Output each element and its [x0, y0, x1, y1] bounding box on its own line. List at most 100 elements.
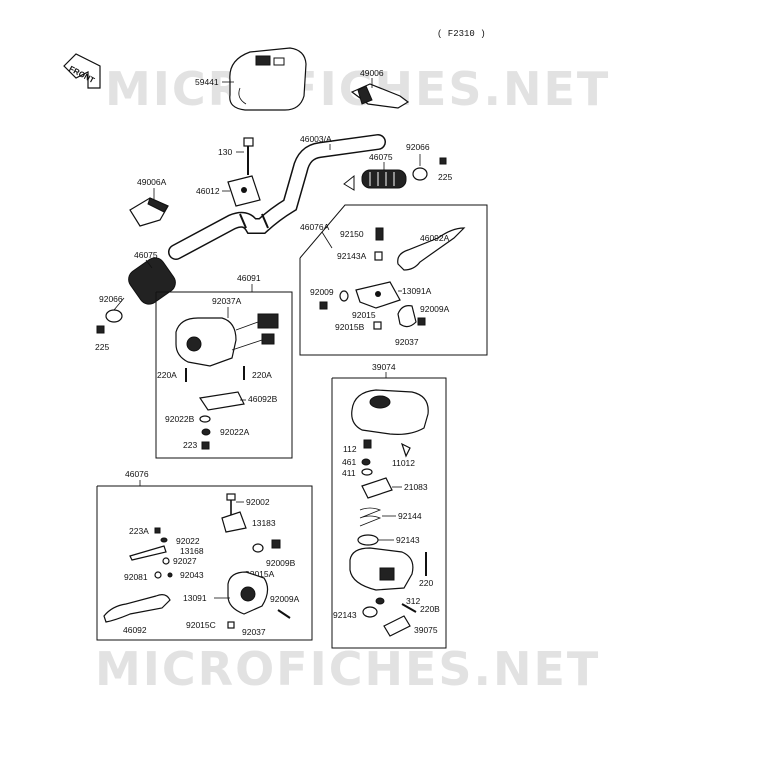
label-46092b: 46092B [248, 394, 278, 404]
label-92022b: 92022B [165, 414, 195, 424]
label-92143a: 92143A [337, 251, 367, 261]
lever-holder-46092b-part [198, 391, 245, 411]
screw-223-part [201, 441, 210, 450]
label-92022a: 92022A [220, 427, 250, 437]
watermark-bottom: MICROFICHES.NET [95, 642, 600, 696]
label-21083: 21083 [404, 482, 428, 492]
grip-boot-part [350, 83, 410, 109]
grip-left-part [128, 257, 176, 305]
washer-92022b-part [199, 415, 211, 423]
lever-39075-part [383, 615, 411, 637]
bracket-13183-part [221, 511, 247, 533]
label-92015a-2: 92015A [245, 569, 275, 579]
label-92144: 92144 [398, 511, 422, 521]
grip-right-part [343, 169, 407, 191]
lever-21083-part [361, 477, 393, 499]
handlebar-clamp-part [227, 175, 261, 207]
label-312: 312 [406, 596, 420, 606]
diagram-code: ( F2310 ) [437, 29, 486, 39]
pin-92027-part [162, 557, 170, 565]
label-461: 461 [342, 457, 356, 467]
label-59441: 59441 [195, 77, 219, 87]
pin-92043-part [167, 572, 173, 578]
brake-lever-46092-part [103, 594, 171, 623]
label-46076a: 46076A [300, 222, 330, 232]
label-13168: 13168 [180, 546, 204, 556]
label-92143b: 92143 [333, 610, 357, 620]
throttle-housing-part [349, 547, 414, 591]
label-39074: 39074 [372, 362, 396, 372]
collar-92143-b-part [362, 606, 378, 618]
label-92037a: 92037A [212, 296, 242, 306]
label-46075b: 46075 [134, 250, 158, 260]
label-92002: 92002 [246, 497, 270, 507]
label-223: 223 [183, 440, 197, 450]
label-223a: 223A [129, 526, 149, 536]
washers-92009b-part [252, 539, 281, 553]
brake-lever-46092a-part [397, 227, 466, 271]
label-92043: 92043 [180, 570, 204, 580]
label-220: 220 [419, 578, 433, 588]
screws-220a-part [185, 366, 245, 382]
collar-92143-part [357, 534, 379, 546]
label-92037a-2: 92037 [395, 337, 419, 347]
washer-411-part [361, 468, 373, 476]
label-220aa: 220A [157, 370, 177, 380]
nut-461-part [361, 458, 371, 466]
label-46075a: 46075 [369, 152, 393, 162]
label-92150: 92150 [340, 229, 364, 239]
label-39075: 39075 [414, 625, 438, 635]
spacer-92015c-part [227, 621, 235, 629]
label-225a: 225 [438, 172, 452, 182]
label-92009a: 92009 [310, 287, 334, 297]
cap-11012-part [400, 442, 411, 458]
label-46092: 46092 [123, 625, 147, 635]
lever-holder-13091a-part [355, 281, 401, 309]
label-92143a-2: 92143 [396, 535, 420, 545]
label-92022: 92022 [176, 536, 200, 546]
spring-92144-part [359, 507, 382, 527]
label-92015b: 92015B [335, 322, 365, 332]
screw-92009a-b-part [277, 609, 291, 619]
label-49006: 49006 [360, 68, 384, 78]
bar-end-left-part [96, 309, 123, 334]
label-92066a: 92066 [406, 142, 430, 152]
switch-13168-part [129, 545, 167, 561]
washer-92009-part [339, 290, 349, 302]
label-92066b: 92066 [99, 294, 123, 304]
label-130: 130 [218, 147, 232, 157]
screw-112-part [363, 439, 372, 449]
washer-92022a-part [201, 428, 211, 436]
label-13183: 13183 [252, 518, 276, 528]
label-13091: 13091 [183, 593, 207, 603]
throttle-case-39074-part [351, 389, 429, 435]
label-92081: 92081 [124, 572, 148, 582]
label-49006a: 49006A [137, 177, 167, 187]
label-46012: 46012 [196, 186, 220, 196]
handlebar-part [168, 134, 386, 260]
label-220ab: 220A [252, 370, 272, 380]
screw-92009-part [319, 301, 328, 310]
grip-boot-left-part [129, 197, 169, 227]
screw-92150-part [375, 227, 384, 241]
label-46092a: 46092A [420, 233, 450, 243]
master-cylinder-13091-part [227, 571, 269, 615]
screw-223a-part [154, 527, 161, 534]
label-46003a: 46003/A [300, 134, 332, 144]
screw-220b-part [401, 603, 417, 613]
label-92015a: 92015 [352, 310, 376, 320]
ring-312-part [375, 597, 385, 605]
collar-92143a-part [374, 251, 383, 261]
label-92015c: 92015C [186, 620, 216, 630]
label-92037b: 92037 [242, 627, 266, 637]
label-11012: 11012 [392, 458, 415, 468]
switch-assembly-part [175, 313, 279, 367]
spacer-92015b-part [373, 321, 382, 330]
front-arrow-icon: FRONT [63, 53, 101, 89]
pin-92081-part [154, 571, 162, 579]
label-46091: 46091 [237, 273, 261, 283]
label-92009a-b: 92009A [270, 594, 300, 604]
label-46076: 46076 [125, 469, 149, 479]
watermark-top: MICROFICHES.NET [105, 62, 610, 116]
label-92009b: 92009B [266, 558, 296, 568]
